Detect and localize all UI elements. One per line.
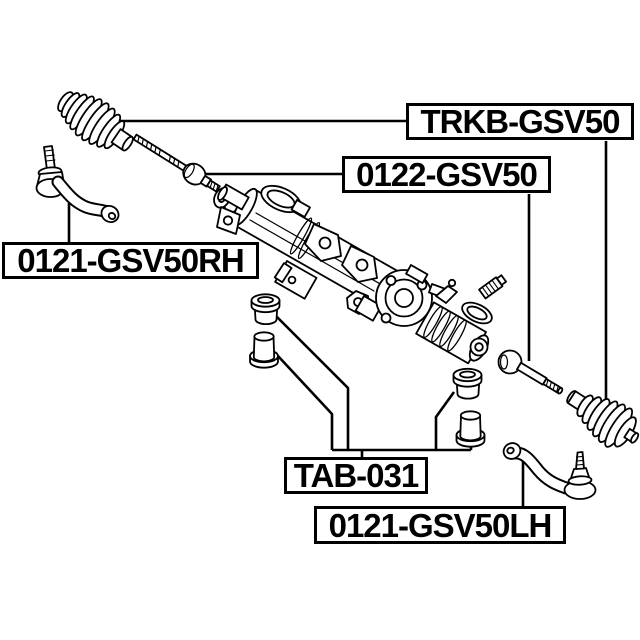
part-label-rack-bushing-text: TAB-031	[293, 457, 419, 494]
part-label-axial-rod: 0122-GSV50	[342, 156, 551, 193]
leader-bushing-3	[434, 391, 456, 450]
axial-rod-left-icon	[132, 133, 221, 193]
rack-bushing-4-icon	[455, 410, 486, 448]
pressure-port-icon	[478, 274, 507, 300]
steering-gear-assembly-icon	[216, 183, 507, 365]
rack-bushing-2-icon	[249, 331, 279, 369]
rack-bushing-1-icon	[250, 293, 281, 325]
part-label-boot-kit-text: TRKB-GSV50	[420, 103, 620, 140]
steering-rack-boot-left-icon	[57, 91, 134, 152]
tie-rod-end-lh-icon	[502, 442, 597, 500]
part-label-tie-rod-end-rh-text: 0121-GSV50RH	[17, 242, 244, 279]
part-label-tie-rod-end-lh-text: 0121-GSV50LH	[328, 506, 553, 544]
tie-rod-end-rh-icon	[35, 145, 120, 223]
axial-rod-right-icon	[497, 349, 564, 395]
callout-lines	[67, 119, 608, 506]
rack-bushing-3-icon	[452, 367, 483, 400]
part-label-tie-rod-end-rh: 0121-GSV50RH	[2, 242, 259, 279]
leader-bushing-2	[277, 355, 334, 450]
steering-rack-boot-right-icon	[566, 390, 640, 448]
part-label-tie-rod-end-lh: 0121-GSV50LH	[314, 506, 566, 544]
leader-bushing-1	[271, 311, 350, 450]
part-label-boot-kit: TRKB-GSV50	[406, 103, 634, 140]
part-label-axial-rod-text: 0122-GSV50	[356, 156, 538, 193]
part-label-rack-bushing: TAB-031	[284, 457, 428, 494]
